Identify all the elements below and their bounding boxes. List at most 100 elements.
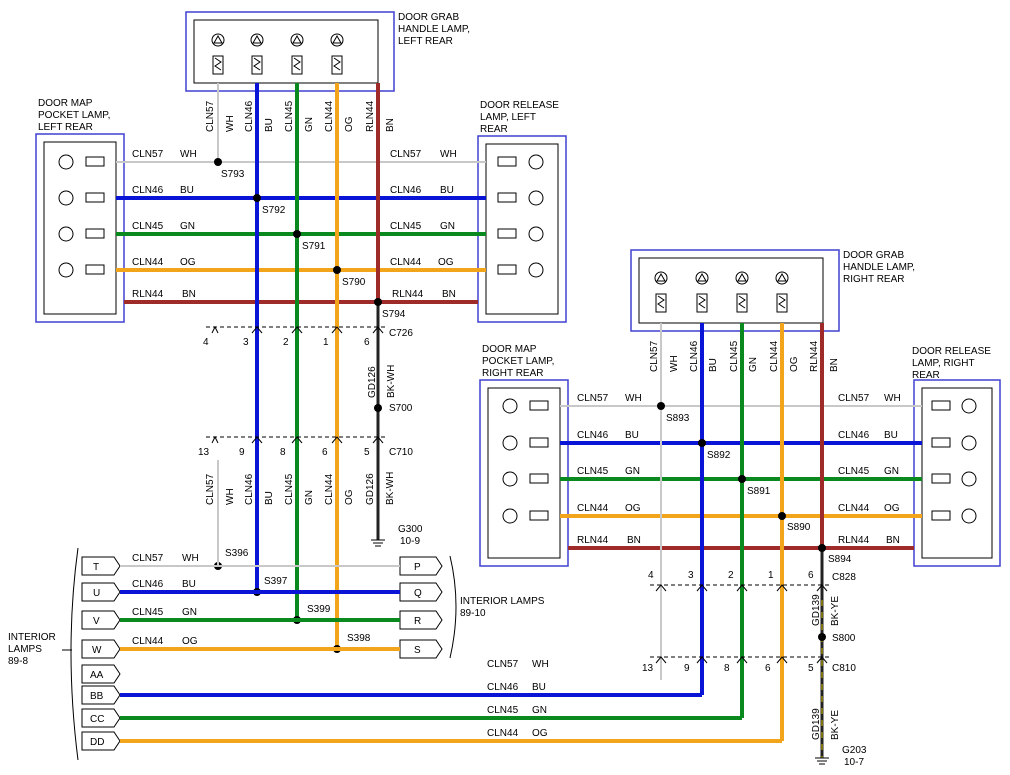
svg-text:CLN45: CLN45 [284,100,295,132]
splice-s800: S800 [832,633,856,644]
svg-text:WH: WH [180,149,197,160]
lamp-icon [502,398,549,524]
door-map-pocket-lamp-left-rear [35,133,125,323]
pin-label: 4 [203,337,209,348]
splice-s794: S794 [382,309,406,320]
svg-text:CLN46: CLN46 [244,473,255,505]
svg-text:BU: BU [182,579,196,590]
svg-text:BN: BN [886,535,900,546]
svg-text:CLN45: CLN45 [132,607,164,618]
svg-text:CLN57: CLN57 [390,149,422,160]
svg-text:WH: WH [669,355,680,372]
svg-text:GN: GN [304,490,315,505]
gd139-label-low: GD139 [811,708,822,740]
grab-right-title-2: HANDLE LAMP, [843,262,915,273]
svg-text:BU: BU [532,682,546,693]
terminal-u: U [93,588,100,599]
connector-c710-label: C710 [389,447,413,458]
lamp-icon [58,154,105,278]
svg-text:BN: BN [442,289,456,300]
ground-g203-ref: 10-7 [844,757,864,768]
svg-text:BN: BN [627,535,641,546]
svg-text:BN: BN [385,118,396,132]
svg-text:CLN44: CLN44 [838,503,870,514]
svg-text:OG: OG [438,257,454,268]
svg-text:RLN44: RLN44 [838,535,870,546]
pin-label: 13 [642,663,654,674]
release-right-title-3: REAR [912,370,940,381]
pin-label: 1 [323,337,329,348]
svg-text:BN: BN [182,289,196,300]
connector-c726 [206,325,386,334]
grab-left-title-3: LEFT REAR [398,36,453,47]
svg-text:CLN44: CLN44 [487,728,519,739]
svg-text:CLN44: CLN44 [324,473,335,505]
svg-text:OG: OG [625,503,641,514]
pin-label: 6 [364,337,370,348]
svg-text:CLN46: CLN46 [838,430,870,441]
door-grab-handle-lamp-left-rear [185,11,395,92]
ground-g300-label: G300 [398,524,423,535]
connector-c810 [650,656,830,664]
release-left-title-1: DOOR RELEASE [480,100,559,111]
svg-text:BK-WH: BK-WH [385,472,396,505]
svg-text:CLN46: CLN46 [390,185,422,196]
pin-label: 5 [808,663,814,674]
svg-text:BU: BU [180,185,194,196]
ground-g203-icon [815,757,829,765]
gd126-label: GD126 [367,366,378,398]
interior-lamps-left-1: INTERIOR [8,632,56,643]
grab-right-title-3: RIGHT REAR [843,274,905,285]
map-left-title-1: DOOR MAP [38,98,93,109]
right-top-circuit-labels: CLN57 WH CLN46 BU CLN45 GN CLN44 OG RLN4… [649,340,840,372]
svg-text:OG: OG [180,257,196,268]
gd139-label: GD139 [811,594,822,626]
left-lower-circuit-labels: CLN57 WH CLN46 BU CLN45 GN CLN44 OG GD12… [205,472,396,505]
svg-text:WH: WH [182,553,199,564]
splice-s791: S791 [302,241,326,252]
svg-text:CLN46: CLN46 [132,185,164,196]
svg-text:GN: GN [180,221,195,232]
pin-label: 3 [688,570,694,581]
svg-text:WH: WH [532,659,549,670]
map-right-title-1: DOOR MAP [482,344,537,355]
door-grab-handle-lamp-right-rear [630,249,840,332]
terminal-q: Q [414,588,422,599]
splice-s397: S397 [264,576,288,587]
ground-g203-label: G203 [842,745,867,756]
svg-text:RLN44: RLN44 [577,535,609,546]
svg-text:CLN46: CLN46 [487,682,519,693]
svg-text:CLN45: CLN45 [284,473,295,505]
svg-text:GN: GN [748,357,759,372]
svg-text:GN: GN [304,117,315,132]
lamp-icon [211,33,344,75]
svg-text:CLN44: CLN44 [577,503,609,514]
svg-text:BN: BN [829,358,840,372]
pin-label: 3 [243,337,249,348]
pin-label: 4 [648,570,654,581]
svg-text:BU: BU [440,185,454,196]
svg-text:CLN45: CLN45 [390,221,422,232]
pin-label: 6 [808,570,814,581]
interior-lamps-left-bracket [62,547,79,761]
bkye-label: BK-YE [830,596,841,626]
splice-s792: S792 [262,205,286,216]
door-release-lamp-right-rear [913,379,1001,567]
release-right-title-2: LAMP, RIGHT [912,358,975,369]
svg-text:CLN45: CLN45 [132,221,164,232]
connector-c828-label: C828 [832,572,856,583]
svg-text:WH: WH [625,393,642,404]
pin-label: 2 [728,570,734,581]
connector-c726-label: C726 [389,328,413,339]
bkwh-label: BK-WH [386,365,397,398]
door-release-lamp-left-rear [477,135,567,323]
splice-s700: S700 [389,403,413,414]
splice-s894: S894 [828,554,852,565]
svg-text:BU: BU [625,430,639,441]
pin-label: 8 [724,663,730,674]
svg-text:OG: OG [884,503,900,514]
svg-text:WH: WH [225,115,236,132]
svg-text:WH: WH [440,149,457,160]
svg-text:CLN57: CLN57 [205,100,216,132]
